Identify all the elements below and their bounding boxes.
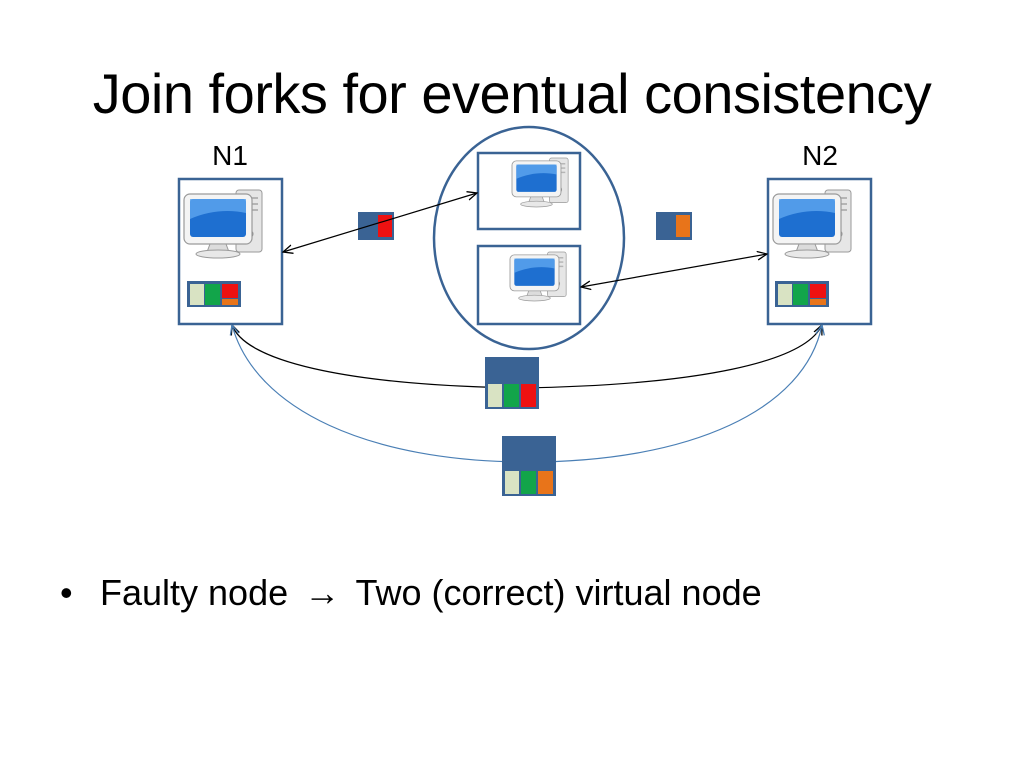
state-block-icon (485, 357, 539, 409)
double-arrow-icon (283, 193, 477, 252)
double-arrow-icon (581, 254, 767, 287)
bullet-text-before: Faulty node (100, 572, 289, 613)
node-n2-box (766, 177, 873, 326)
message-block-icon (656, 212, 692, 240)
state-block-icon (502, 436, 556, 496)
message-block-icon (358, 212, 394, 240)
node-n2-label: N2 (802, 140, 838, 171)
bullet-item: • Faulty node → Two (correct) virtual nod… (60, 572, 762, 614)
bullet-marker: • (60, 572, 73, 613)
bullet-text-after: Two (correct) virtual node (355, 572, 762, 613)
slide-title: Join forks for eventual consistency (92, 62, 932, 125)
node-n1-box (177, 177, 284, 326)
state-block-icon (187, 281, 241, 307)
state-block-icon (775, 281, 829, 307)
node-n1-label: N1 (212, 140, 248, 171)
right-arrow-icon: → (304, 572, 341, 613)
faulty-node-ellipse (432, 125, 626, 351)
virtual-node-bottom (476, 244, 582, 326)
virtual-node-top (476, 151, 582, 231)
